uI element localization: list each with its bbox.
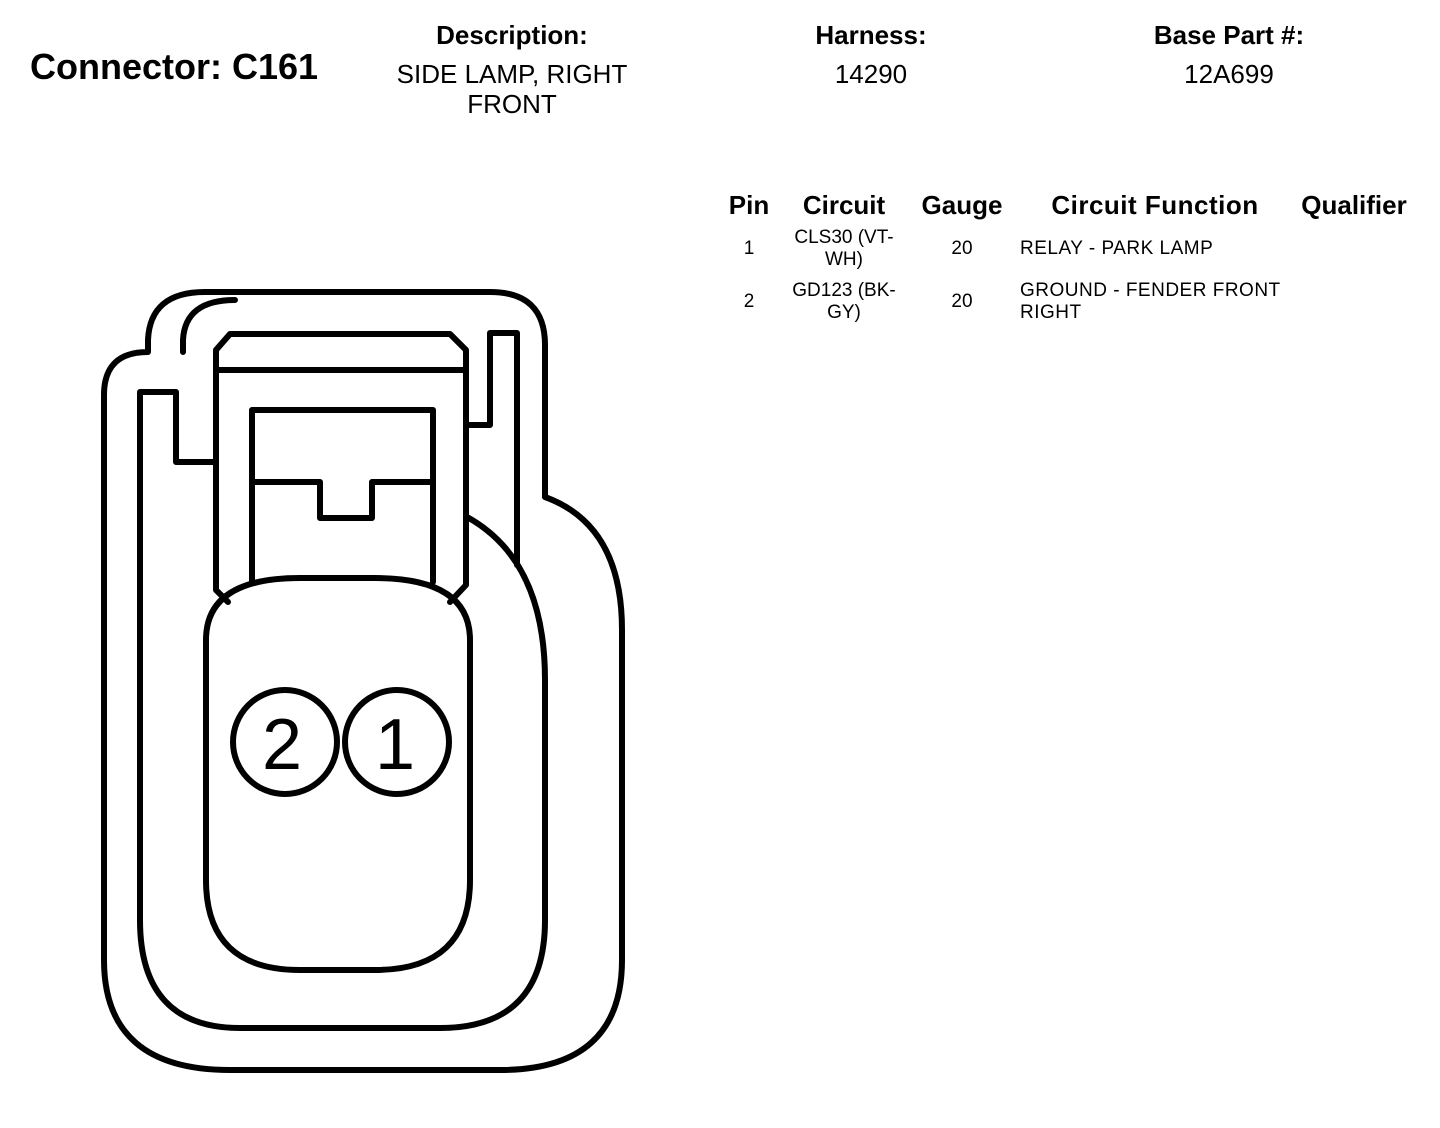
connector-pin-face (203, 575, 473, 973)
pin-table: Pin Circuit Gauge Circuit Function Quali… (722, 186, 1418, 330)
pin-cavity-1 (342, 687, 452, 797)
column-header-qualifier: Qualifier (1301, 189, 1407, 220)
column-header-pin: Pin (728, 189, 770, 220)
circuit-function-cell: RELAY - PARK LAMP (1020, 238, 1214, 259)
connector-outer-shell (101, 289, 625, 1073)
pin-2-label: 2 (262, 705, 302, 785)
description-label: Description: (436, 20, 588, 50)
circuit-cell: CLS30 (VT-WH) (794, 227, 894, 270)
connector-latch-tab (249, 407, 436, 585)
pin-1-label: 1 (375, 705, 415, 785)
table-row: 1 CLS30 (VT-WH) 20 RELAY - PARK LAMP (722, 224, 1418, 274)
pin-table-header-row: Pin Circuit Gauge Circuit Function Quali… (722, 186, 1418, 224)
gauge-cell: 20 (951, 291, 973, 312)
connector-inner-shell (137, 330, 548, 1031)
connector-shell-lip (180, 297, 238, 355)
pin-cavity-2 (230, 687, 340, 797)
harness-label: Harness: (815, 20, 927, 50)
connector-title: Connector: C161 (30, 46, 319, 87)
pin-cell: 1 (743, 238, 755, 259)
gauge-cell: 20 (951, 238, 973, 259)
harness-value: 14290 (834, 59, 908, 89)
column-header-circuit: Circuit (802, 189, 886, 220)
column-header-gauge: Gauge (921, 189, 1003, 220)
description-value: SIDE LAMP, RIGHT FRONT (396, 59, 628, 119)
table-row: 2 GD123 (BK-GY) 20 GROUND - FENDER FRONT… (722, 274, 1418, 330)
base-part-value: 12A699 (1184, 59, 1274, 89)
circuit-function-cell: GROUND - FENDER FRONT RIGHT (1020, 280, 1281, 323)
pin-cell: 2 (743, 291, 755, 312)
circuit-cell: GD123 (BK-GY) (792, 280, 896, 323)
base-part-label: Base Part #: (1153, 20, 1305, 50)
column-header-circuit-function: Circuit Function (1051, 189, 1259, 220)
